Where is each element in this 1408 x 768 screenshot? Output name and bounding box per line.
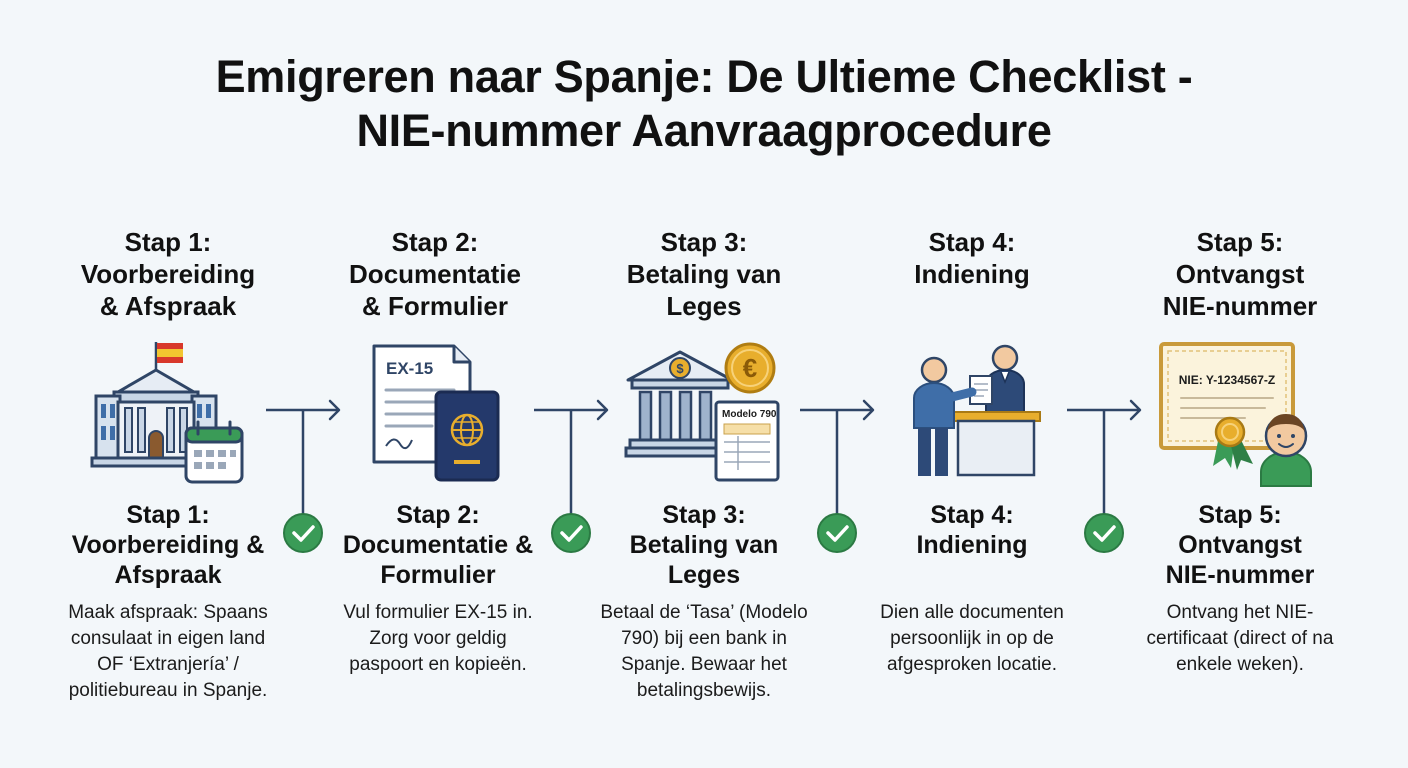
step-3-heading: Stap 3: Betaling van Leges (574, 226, 834, 322)
step-1-heading: Stap 1: Voorbereiding & Afspraak (38, 226, 298, 322)
step-4-subheading: Stap 4: Indiening (852, 500, 1092, 560)
step-5-description-line: enkele weken). (1176, 654, 1304, 675)
step-4-heading-line: Indiening (914, 259, 1030, 289)
title-line-2: NIE-nummer Aanvraagprocedure (356, 105, 1052, 156)
step-5-heading-line: Ontvangst (1175, 259, 1305, 289)
step-1-heading-line: Stap 1: (124, 227, 212, 257)
step-1-subheading: Stap 1: Voorbereiding & Afspraak (48, 500, 288, 590)
step-3-subheading-line: Stap 3: (662, 501, 746, 529)
connector-1 (262, 399, 352, 570)
bank-euro-form-icon: $ € Modelo 790 (622, 338, 792, 488)
certificate-person-icon: NIE: Y-1234567-Z (1155, 338, 1325, 488)
form-label: Modelo 790 (722, 409, 777, 420)
step-1-description-line: OF ‘Extranjería’ / (97, 654, 239, 675)
step-2-description-line: paspoort en kopieën. (349, 654, 527, 675)
step-1-description-line: consulaat in eigen land (70, 628, 266, 649)
svg-text:$: $ (676, 361, 684, 376)
step-2-heading-line: Documentatie (349, 259, 521, 289)
certificate-label: NIE: Y-1234567-Z (1179, 373, 1276, 387)
check-circle-icon (817, 513, 857, 553)
step-2-subheading-line: Formulier (380, 561, 496, 589)
step-3-subheading-line: Leges (667, 561, 741, 589)
step-2-subheading-line: Documentatie & (342, 531, 534, 559)
connector-4 (1063, 399, 1153, 570)
connector-3 (796, 399, 886, 570)
step-4-description: Dien alle documenten persoonlijk in op d… (847, 600, 1097, 678)
step-4-description-line: afgesproken locatie. (886, 654, 1058, 675)
step-4-description-line: Dien alle documenten (880, 602, 1064, 623)
step-1-subheading-line: Stap 1: (126, 501, 210, 529)
svg-text:€: € (743, 353, 757, 383)
step-3-heading-line: Leges (666, 291, 742, 321)
step-1-description-line: Maak afspraak: Spaans (68, 602, 268, 623)
step-3-description-line: Spanje. Bewaar het (621, 654, 787, 675)
step-5-description-line: Ontvang het NIE- (1166, 602, 1314, 623)
check-circle-icon (551, 513, 591, 553)
step-2-subheading: Stap 2: Documentatie & Formulier (318, 500, 558, 590)
step-2-description-line: Zorg voor geldig (369, 628, 507, 649)
step-4-heading: Stap 4: Indiening (842, 226, 1102, 290)
step-2-subheading-line: Stap 2: (396, 501, 480, 529)
step-2-heading: Stap 2: Documentatie & Formulier (305, 226, 565, 322)
step-5-subheading-line: NIE-nummer (1165, 561, 1315, 589)
check-circle-icon (1084, 513, 1124, 553)
step-3-description-line: 790) bij een bank in (621, 628, 787, 649)
form-passport-icon: EX-15 (360, 338, 530, 488)
step-2-description: Vul formulier EX-15 in. Zorg voor geldig… (313, 600, 563, 678)
step-5-heading-line: Stap 5: (1196, 227, 1284, 257)
step-3-description-line: betalingsbewijs. (636, 680, 772, 701)
step-5-description: Ontvang het NIE- certificaat (direct of … (1115, 600, 1365, 678)
step-1-heading-line: & Afspraak (99, 291, 237, 321)
step-5-subheading: Stap 5: Ontvangst NIE-nummer (1120, 500, 1360, 590)
connector-2 (530, 399, 620, 570)
check-circle-icon (283, 513, 323, 553)
step-5-heading-line: NIE-nummer (1162, 291, 1318, 321)
step-3-heading-line: Stap 3: (660, 227, 748, 257)
step-4-description-line: persoonlijk in op de (890, 628, 1054, 649)
step-2-description-line: Vul formulier EX-15 in. (343, 602, 533, 623)
step-1-subheading-line: Afspraak (114, 561, 222, 589)
step-5-description-line: certificaat (direct of na (1146, 628, 1334, 649)
step-1-description: Maak afspraak: Spaans consulaat in eigen… (43, 600, 293, 704)
step-5-heading: Stap 5: Ontvangst NIE-nummer (1110, 226, 1370, 322)
step-3-description-line: Betaal de ‘Tasa’ (Modelo (600, 602, 808, 623)
step-2-heading-line: & Formulier (362, 291, 508, 321)
form-label: EX-15 (386, 359, 433, 378)
submission-desk-icon (890, 338, 1060, 488)
step-3-subheading-line: Betaling van (629, 531, 779, 559)
step-4-heading-line: Stap 4: (928, 227, 1016, 257)
step-2-heading-line: Stap 2: (391, 227, 479, 257)
step-1-subheading-line: Voorbereiding & (71, 531, 265, 559)
title-line-1: Emigreren naar Spanje: De Ultieme Checkl… (215, 51, 1193, 102)
step-3-description: Betaal de ‘Tasa’ (Modelo 790) bij een ba… (579, 600, 829, 704)
step-5-subheading-line: Ontvangst (1178, 531, 1302, 559)
government-building-calendar-icon (88, 338, 258, 488)
step-4-subheading-line: Indiening (916, 531, 1028, 559)
step-3-heading-line: Betaling van (626, 259, 782, 289)
step-3-subheading: Stap 3: Betaling van Leges (584, 500, 824, 590)
step-5-subheading-line: Stap 5: (1198, 501, 1282, 529)
step-1-description-line: politiebureau in Spanje. (68, 680, 268, 701)
step-4-subheading-line: Stap 4: (930, 501, 1014, 529)
step-1-heading-line: Voorbereiding (80, 259, 256, 289)
page-title: Emigreren naar Spanje: De Ultieme Checkl… (0, 50, 1408, 158)
